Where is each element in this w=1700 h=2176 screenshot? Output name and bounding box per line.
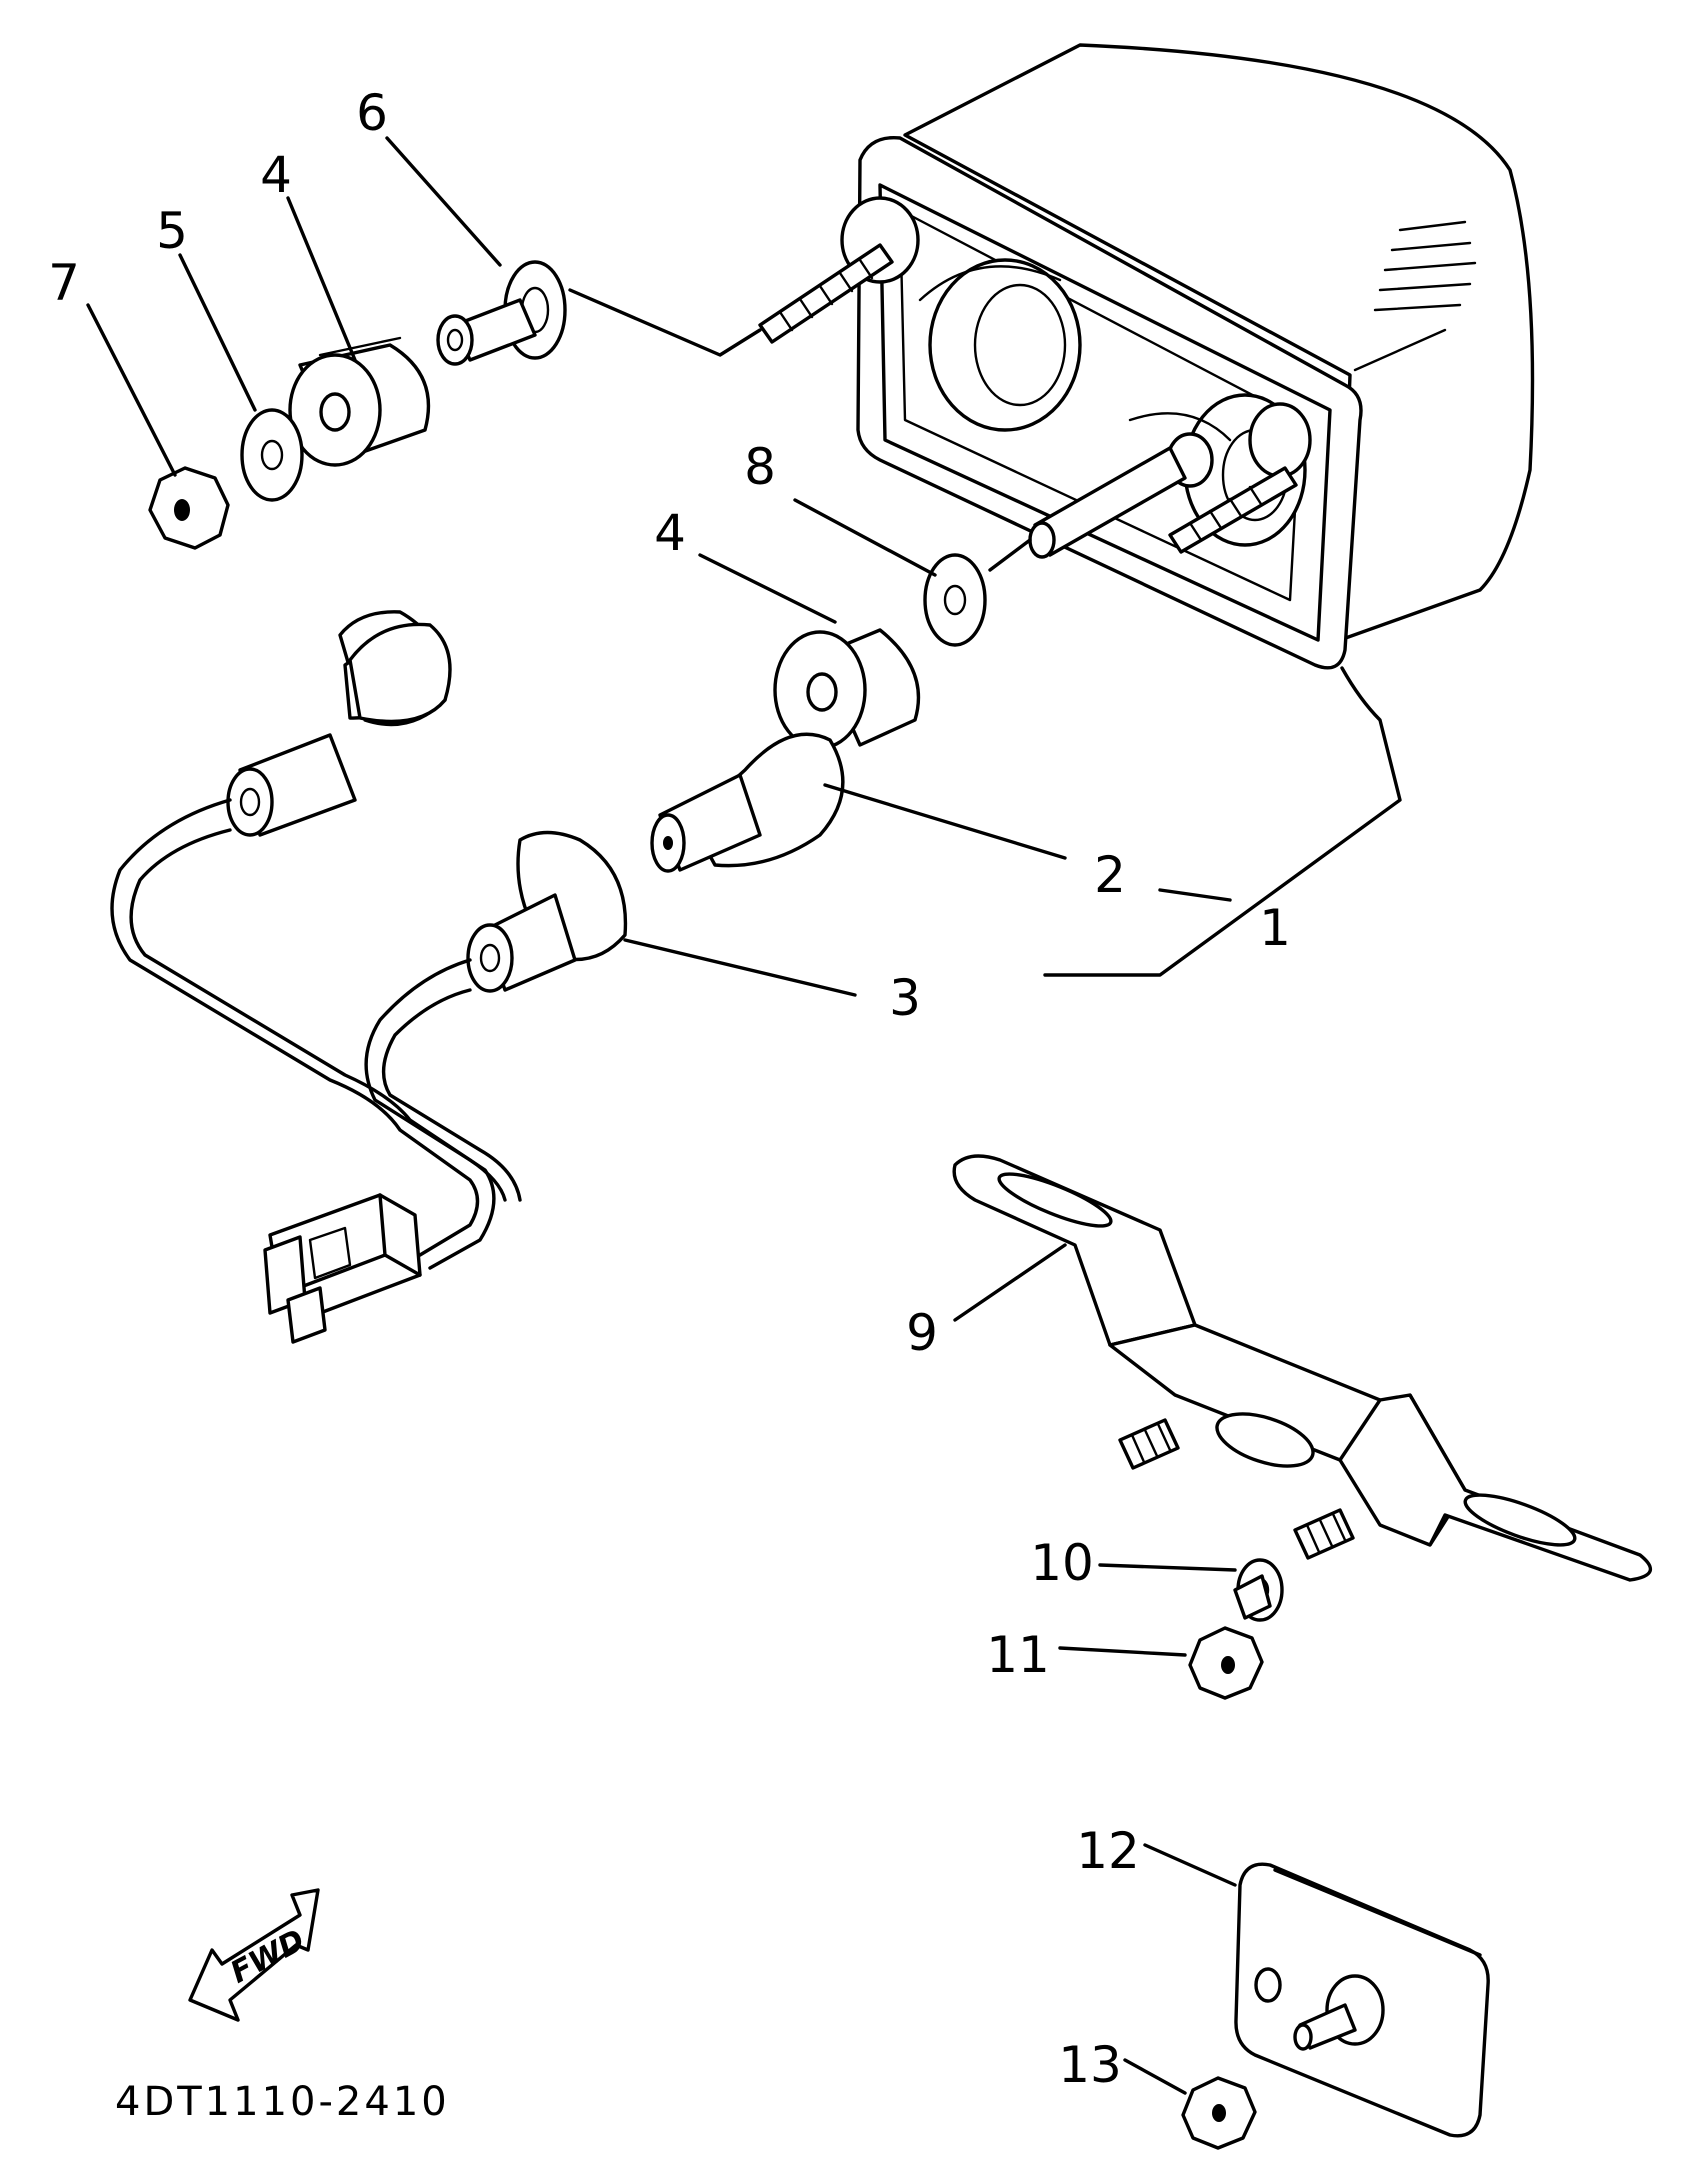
figure-code: 4DT1110-2410 xyxy=(115,2079,450,2125)
grommet-4-upper xyxy=(288,336,431,467)
callout-4-lower: 4 xyxy=(654,504,686,562)
callout-labels: 6 4 5 7 8 4 2 1 3 9 10 11 12 13 xyxy=(48,84,1291,2094)
callout-2: 2 xyxy=(1094,846,1126,904)
callout-11: 11 xyxy=(986,1626,1050,1684)
callout-12: 12 xyxy=(1076,1822,1140,1880)
bulb-2 xyxy=(650,732,845,873)
washer-5 xyxy=(240,408,304,502)
collar-6 xyxy=(436,260,567,366)
socket-harness-3 xyxy=(110,610,628,1344)
callout-9: 9 xyxy=(906,1304,938,1362)
washer-8 xyxy=(923,553,987,647)
leader-lines xyxy=(86,136,1402,2095)
nut-13 xyxy=(1181,2076,1257,2150)
callout-4-upper: 4 xyxy=(260,146,292,204)
callout-10: 10 xyxy=(1030,1534,1094,1592)
callout-3: 3 xyxy=(889,969,921,1027)
fwd-label: FWD xyxy=(225,1923,311,1991)
callout-7: 7 xyxy=(48,254,80,312)
nut-7 xyxy=(148,466,230,550)
callout-1: 1 xyxy=(1259,899,1291,957)
washer-10 xyxy=(1233,1558,1284,1622)
bracket-9 xyxy=(952,1154,1653,1582)
reflector-12 xyxy=(1234,1862,1490,2138)
nut-11 xyxy=(1188,1626,1264,1700)
threaded-stud-lower xyxy=(1168,466,1298,554)
callout-13: 13 xyxy=(1058,2036,1122,2094)
mounting-pin xyxy=(1028,446,1187,559)
threaded-stud-upper xyxy=(758,243,894,344)
callout-6: 6 xyxy=(356,84,388,142)
grommet-4-lower xyxy=(773,628,921,750)
tail-light-housing xyxy=(758,43,1535,670)
callout-5: 5 xyxy=(156,202,188,260)
callout-8: 8 xyxy=(744,438,776,496)
forward-direction-arrow: FWD xyxy=(188,1888,320,2022)
